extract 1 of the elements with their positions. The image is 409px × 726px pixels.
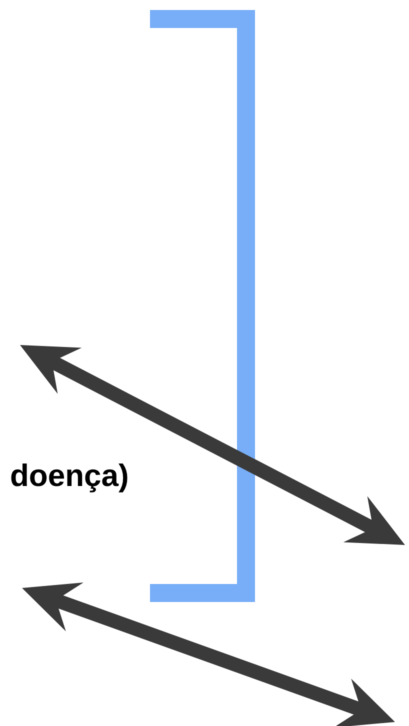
text-label: doença) [10, 460, 129, 491]
